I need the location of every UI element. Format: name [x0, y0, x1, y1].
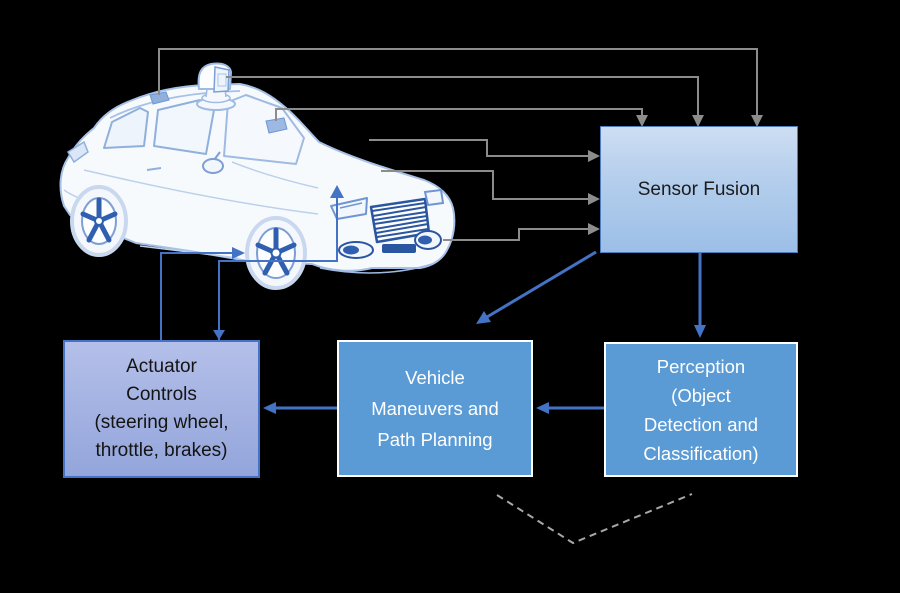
car-grille — [369, 197, 431, 244]
node-vehicle-line: Path Planning — [377, 429, 493, 450]
node-actuator-controls: Actuator Controls (steering wheel, throt… — [63, 340, 260, 478]
node-actuator-line: throttle, brakes) — [95, 440, 228, 461]
sensor-connector-arrowheads — [588, 115, 763, 235]
node-vehicle-line: Vehicle — [405, 367, 465, 388]
side-mirror-icon — [202, 158, 224, 174]
car-far-headlight — [423, 188, 445, 207]
node-actuator-line: Actuator — [126, 356, 197, 377]
connector-bumper-sensor — [443, 228, 589, 241]
front-wheel — [245, 216, 307, 290]
roof-sensor-icon — [149, 91, 170, 105]
car-cowl-line — [231, 161, 319, 189]
actuator-control-lines — [160, 198, 338, 340]
actuator-control-arrowheads — [213, 185, 344, 340]
node-perception: Perception (Object Detection and Classif… — [604, 342, 798, 477]
rear-wheel — [70, 185, 128, 257]
car-taillight — [66, 140, 89, 164]
node-perception-line: Detection and — [643, 413, 759, 435]
node-perception-line: Classification) — [643, 442, 759, 464]
node-actuator-line: Controls — [126, 384, 197, 405]
sensor-connector-lines — [158, 48, 758, 241]
windshield-sensor-icon — [265, 117, 288, 134]
node-perception-line: (Object — [671, 384, 731, 406]
car-windshield — [223, 94, 305, 165]
node-sensor-fusion-label: Sensor Fusion — [637, 178, 761, 200]
node-vehicle-maneuvers: Vehicle Maneuvers and Path Planning — [337, 340, 533, 477]
flow-arrowheads — [263, 311, 706, 414]
car-headlight — [330, 197, 368, 220]
control-line-front-body — [218, 198, 338, 340]
connector-lidar — [226, 76, 699, 116]
car-character-line — [83, 169, 319, 215]
flow-arrows — [276, 250, 702, 410]
connector-mirror-sensor — [369, 139, 589, 157]
roof-lidar-sensor-icon — [196, 62, 236, 111]
node-actuator-line: (steering wheel, — [94, 412, 229, 433]
connector-headlight-sensor — [381, 170, 589, 200]
node-sensor-fusion: Sensor Fusion — [600, 126, 798, 253]
node-perception-line: Perception — [656, 355, 746, 377]
connector-roof-sensor — [158, 48, 758, 116]
car-illustration — [59, 62, 456, 290]
car-bumper-bottom — [319, 263, 433, 274]
node-vehicle-line: Maneuvers and — [371, 398, 499, 419]
dashed-connector — [496, 493, 693, 545]
car-door-handle — [146, 167, 162, 171]
arrow-fusion-to-maneuvers — [486, 250, 597, 319]
car-fog-lights — [338, 230, 442, 259]
control-line-rear-wheel — [160, 252, 232, 340]
connector-windshield-sensor — [275, 108, 643, 121]
car-rear-quarter-window — [103, 107, 149, 149]
